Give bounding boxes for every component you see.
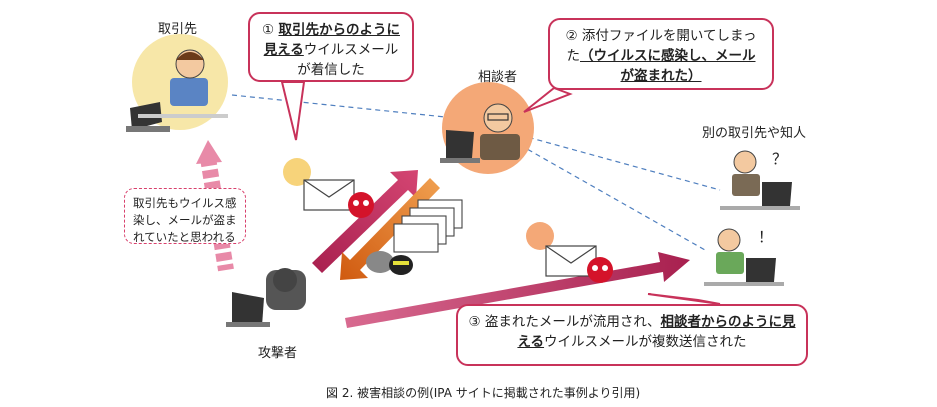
callout1-rest: ウイルスメールが着信した [297,42,399,78]
partner-infection-note: 取引先もウイルス感染し、メールが盗まれていたと思われる [124,188,246,244]
mail-stack-icon [393,199,463,253]
attacker-figure [226,268,306,327]
virus-bug-icon [366,251,413,275]
other-person-1 [720,150,800,210]
skull-icon-2 [587,257,613,283]
callout-3: ③ 盗まれたメールが流用され、相談者からのように見えるウイルスメールが複数送信さ… [456,304,808,366]
consultant-figure [440,82,534,174]
attacker-label: 攻撃者 [258,346,298,361]
mail-icon-2 [526,222,597,277]
consultant-label: 相談者 [478,70,518,85]
callout3-bold: 相談者からのように見える [517,314,796,350]
callout1-bold: 取引先からのように見える [263,22,400,58]
callout3-number: ③ [468,314,481,330]
callout3-tail [647,293,721,305]
callout2-number: ② [565,28,578,44]
callout-2: ② 添付ファイルを開いてしまった（ウイルスに感染し、メールが盗まれた） [548,18,774,90]
question-mark: ？ [772,150,788,168]
callout2-bold: （ウイルスに感染し、メールが盗まれた） [580,48,756,84]
dotted-links [231,94,721,251]
stolen-mail-arrow [340,178,440,280]
spread-arrow [345,252,690,328]
callout3-plain: 盗まれたメールが流用され、 [484,314,661,330]
others-label: 別の取引先や知人 [702,126,807,141]
callout1-number: ① [262,22,275,38]
infection-arrow [196,140,234,272]
attack-arrow-up [312,170,418,273]
callout-1: ① 取引先からのように見えるウイルスメールが着信した [248,12,414,82]
callout1-tail [280,81,306,141]
figure-caption: 図 2. 被害相談の例(IPA サイトに掲載された事例より引用) [326,386,641,400]
exclamation-mark: ！ [758,228,774,246]
other-person-2 [704,228,784,286]
mail-icon-1 [283,158,355,211]
partner-label: 取引先 [158,22,198,37]
callout2-plain: 添付ファイルを開いてしまった [566,28,757,64]
skull-icon-1 [348,192,374,218]
callout3-rest: ウイルスメールが複数送信された [544,334,747,350]
callout2-tail [523,86,573,113]
partner-figure [126,34,228,132]
